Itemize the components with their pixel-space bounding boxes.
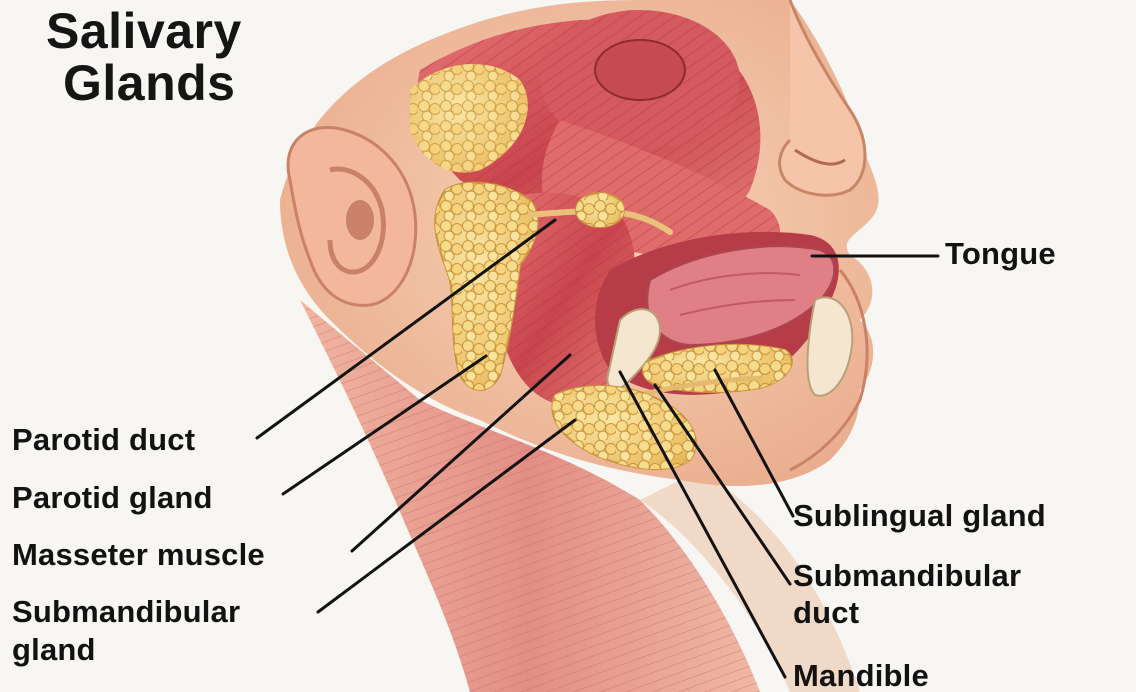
label-submandibular-gland-2: gland	[12, 634, 96, 666]
label-sublingual-gland: Sublingual gland	[793, 500, 1046, 532]
label-parotid-gland: Parotid gland	[12, 482, 213, 514]
label-submandibular-duct-2: duct	[793, 597, 859, 629]
label-mandible: Mandible	[793, 660, 929, 692]
label-submandibular-duct-1: Submandibular	[793, 560, 1021, 592]
label-tongue: Tongue	[945, 238, 1056, 270]
label-parotid-duct: Parotid duct	[12, 424, 195, 456]
title-line-2: Glands	[63, 58, 235, 108]
label-masseter-muscle: Masseter muscle	[12, 539, 265, 571]
title-line-1: Salivary	[46, 6, 242, 56]
label-submandibular-gland-1: Submandibular	[12, 596, 240, 628]
